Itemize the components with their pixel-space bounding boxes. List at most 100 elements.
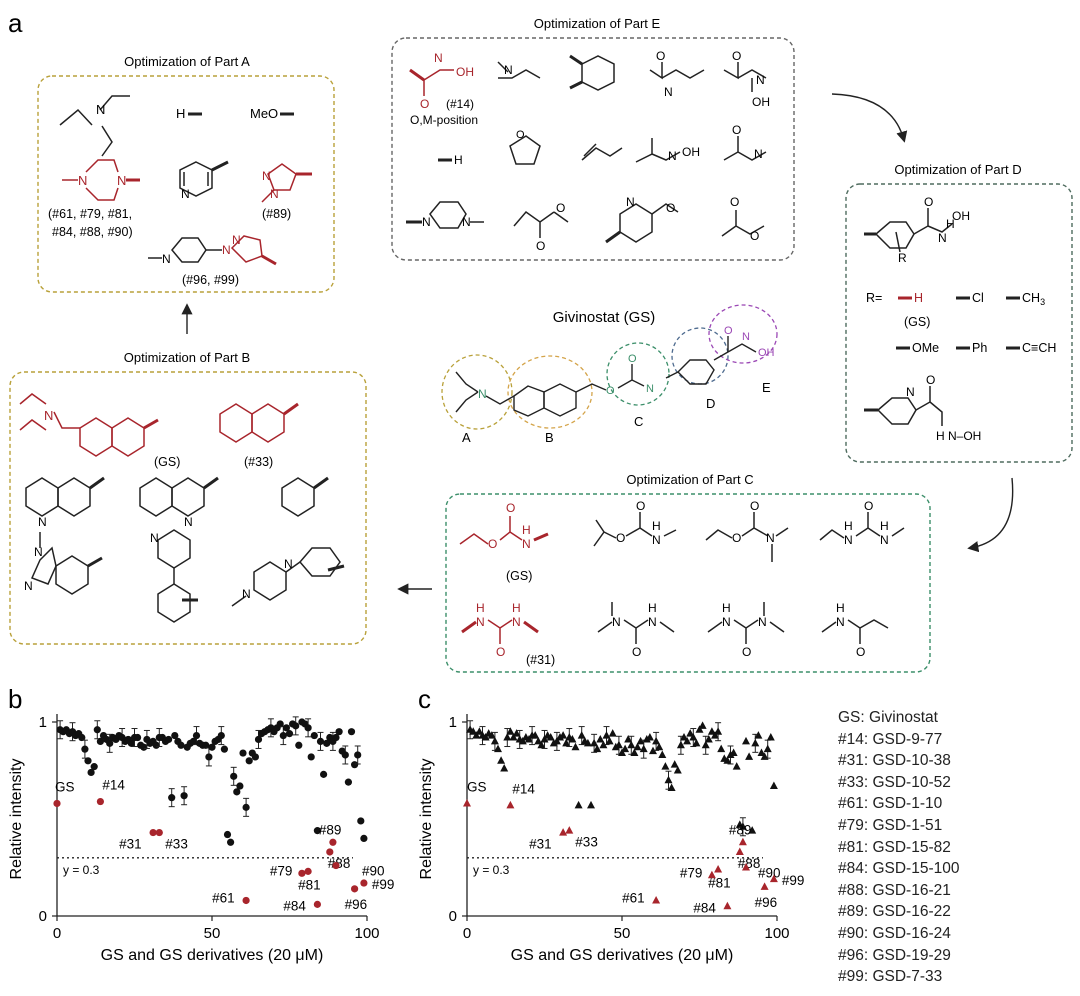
box-d-hn: H xyxy=(936,429,945,443)
data-point xyxy=(205,753,213,761)
oxime-structure xyxy=(635,138,681,163)
data-point xyxy=(745,752,754,760)
data-point xyxy=(686,729,695,737)
data-point xyxy=(341,751,349,759)
box-e-n6: N xyxy=(754,147,763,161)
data-point xyxy=(763,744,772,753)
highlight-point xyxy=(714,864,723,873)
box-e-n3: N xyxy=(756,73,765,87)
point-annotation: #33 xyxy=(575,835,598,850)
box-e-oh2: OH xyxy=(682,145,700,159)
data-point xyxy=(500,764,509,772)
data-point xyxy=(282,724,290,732)
box-c-h4: H xyxy=(844,519,853,533)
piperazine-e-structure xyxy=(406,201,484,229)
data-point xyxy=(633,742,642,751)
box-c-31: (#31) xyxy=(526,653,555,667)
part-label-c: C xyxy=(634,414,643,429)
point-annotation: #14 xyxy=(102,778,125,793)
point-annotation: #81 xyxy=(708,875,731,890)
box-c-n11: N xyxy=(758,615,767,629)
point-annotation: #99 xyxy=(782,873,805,888)
data-point xyxy=(518,736,527,745)
x-tick-label: 100 xyxy=(354,925,379,942)
box-c-n10: N xyxy=(722,615,731,629)
data-point xyxy=(766,733,775,741)
highlight-point xyxy=(565,826,574,834)
data-point xyxy=(304,724,312,732)
data-point xyxy=(664,775,673,784)
box-d-oh1: OH xyxy=(952,209,970,223)
data-point xyxy=(81,745,89,753)
box-d-o1: O xyxy=(924,195,933,209)
x-axis-label: GS and GS derivatives (20 μM) xyxy=(101,947,324,964)
box-c-gs: (GS) xyxy=(506,569,532,583)
box-a-label-96: (#96, #99) xyxy=(182,273,239,287)
data-point xyxy=(670,760,679,768)
data-point xyxy=(711,731,719,739)
highlight-point xyxy=(313,900,321,908)
box-c-n1: N xyxy=(522,537,531,551)
point-annotation: #79 xyxy=(270,863,293,878)
point-annotation: #96 xyxy=(345,897,368,912)
box-e-title: Optimization of Part E xyxy=(534,16,661,31)
box-e-o6: O xyxy=(536,239,545,253)
data-point xyxy=(152,741,160,749)
data-point xyxy=(285,730,294,738)
data-point xyxy=(242,803,250,811)
box-part-a: Optimization of Part A N H MeO N N N xyxy=(37,54,335,293)
benzimidazole-structure xyxy=(30,532,103,595)
data-point xyxy=(251,753,259,761)
isopropyl-carbamate-structure xyxy=(593,512,677,547)
data-point xyxy=(624,734,633,743)
data-point xyxy=(673,766,682,774)
data-point xyxy=(738,822,747,830)
box-c-o3: O xyxy=(616,531,625,545)
data-point xyxy=(748,826,757,834)
data-point xyxy=(320,770,328,778)
data-point xyxy=(769,781,778,790)
data-point xyxy=(351,761,359,769)
data-point xyxy=(525,734,533,743)
box-e-o8: O xyxy=(666,201,675,215)
box-e-14-label: (#14) xyxy=(446,97,474,111)
urea-31-structure xyxy=(461,619,539,644)
arrow-d-to-c xyxy=(967,477,1014,553)
box-d-ch3: CH3 xyxy=(1022,291,1045,307)
data-point xyxy=(701,740,710,749)
data-point xyxy=(487,731,496,739)
givinostat-title: Givinostat (GS) xyxy=(553,309,656,326)
data-point xyxy=(667,783,676,791)
point-annotation: GS xyxy=(467,779,487,794)
point-annotation: GS xyxy=(55,779,75,794)
y-axis-label: Relative intensity xyxy=(8,759,25,880)
box-c-o8: O xyxy=(496,645,505,659)
data-point xyxy=(599,740,608,749)
legend-entry: #88: GSD-16-21 xyxy=(838,881,951,899)
box-c-title: Optimization of Part C xyxy=(626,472,753,487)
box-a-n2: N xyxy=(78,173,87,188)
data-point xyxy=(233,788,241,796)
legend-entry: #90: GSD-16-24 xyxy=(838,924,951,942)
box-b-gs-label: (GS) xyxy=(154,455,180,469)
box-c-o4: O xyxy=(636,499,645,513)
gs-carbamate-structure xyxy=(459,516,549,545)
point-annotation: #89 xyxy=(319,822,342,837)
highlight-point xyxy=(360,879,368,887)
y-tick-label: 1 xyxy=(39,714,47,731)
data-point xyxy=(577,731,586,739)
highlight-point xyxy=(463,798,471,807)
n-methyl-carbamate-structure xyxy=(705,512,789,562)
pyridyl-phenyl-structure xyxy=(157,529,198,623)
data-point xyxy=(645,733,654,741)
box-a-h: H xyxy=(176,106,185,121)
x-tick-label: 50 xyxy=(614,925,631,942)
box-b-n6: N xyxy=(150,531,159,545)
trimethyl-urea-structure xyxy=(707,602,785,644)
data-point xyxy=(754,731,763,739)
panel-label-b: b xyxy=(8,684,22,714)
box-e-o2: O xyxy=(656,49,665,63)
highlight-point xyxy=(735,847,744,855)
box-c-n6: N xyxy=(476,615,485,629)
methylamide-structure xyxy=(723,136,767,161)
